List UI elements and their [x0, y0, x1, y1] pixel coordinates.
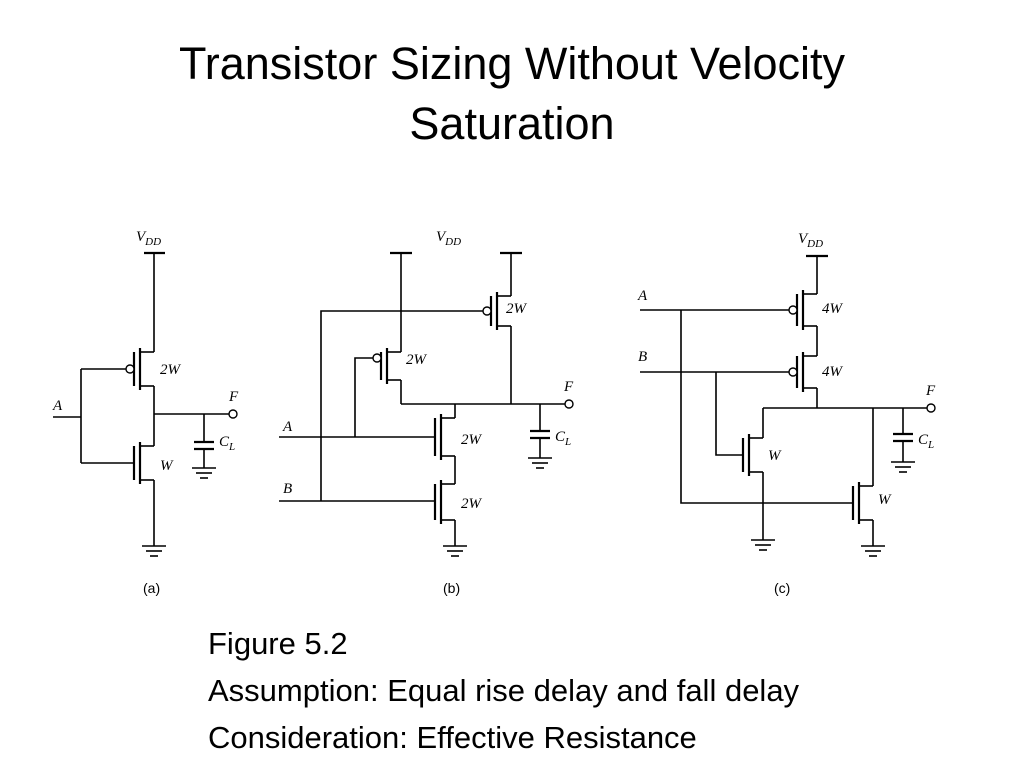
- input-label-c-A: A: [637, 288, 648, 304]
- input-wire-b-A: [279, 357, 435, 438]
- caption-c: (c): [774, 580, 790, 596]
- ground-c2: [861, 545, 885, 557]
- output-node-b: [564, 399, 574, 409]
- slide-caption: Figure 5.2 Assumption: Equal rise delay …: [208, 620, 799, 761]
- input-wire-c-B: [640, 371, 789, 456]
- output-wire-b: [401, 403, 565, 418]
- output-label-c: F: [925, 383, 936, 399]
- pmos-b-A-size: 2W: [406, 352, 428, 368]
- caption-figure-number: Figure 5.2: [208, 626, 348, 661]
- input-wire-c-A: [640, 309, 853, 504]
- circuit-b: VDD 2W 2W F: [279, 229, 574, 596]
- slide-title-line-1: Transistor Sizing Without Velocity: [178, 38, 846, 89]
- input-wire-b-B: [279, 310, 483, 502]
- circuit-figure: VDD 2W F CL: [0, 215, 1024, 610]
- load-cap-a: [192, 414, 216, 479]
- ground-a: [142, 545, 166, 557]
- load-cap-b: [528, 404, 552, 469]
- output-label-b: F: [563, 379, 574, 395]
- nmos-c-A: [851, 482, 873, 524]
- pmos-a-size: 2W: [160, 362, 182, 378]
- input-label-b-B: B: [283, 481, 292, 497]
- vdd-label-b: VDD: [436, 229, 461, 248]
- nmos-a: [132, 442, 154, 484]
- circuit-a: VDD 2W F CL: [52, 229, 239, 596]
- nmos-c-A-size: W: [878, 492, 892, 508]
- pmos-c-A: [788, 290, 817, 330]
- nmos-b-B: [433, 480, 455, 524]
- input-label-c-B: B: [638, 349, 647, 365]
- nmos-b-A-size: 2W: [461, 432, 483, 448]
- pmos-c-A-size: 4W: [822, 301, 844, 317]
- output-label-a: F: [228, 389, 239, 405]
- nmos-b-B-size: 2W: [461, 496, 483, 512]
- pmos-c-B: [788, 352, 817, 392]
- input-wire-a: [53, 368, 134, 464]
- input-label-a-A: A: [52, 398, 63, 414]
- load-cap-c: [891, 408, 915, 473]
- ground-c1: [751, 539, 775, 551]
- vdd-label-c: VDD: [798, 231, 823, 250]
- input-label-b-A: A: [282, 419, 293, 435]
- caption-assumption: Assumption: Equal rise delay and fall de…: [208, 673, 800, 708]
- output-wire-c: [762, 407, 927, 486]
- ground-b: [443, 545, 467, 557]
- caption-a: (a): [143, 580, 160, 596]
- output-node-c: [926, 403, 936, 413]
- pmos-a: [125, 348, 154, 390]
- circuit-c: VDD 4W 4W F: [637, 231, 936, 596]
- load-label-b: CL: [555, 429, 571, 448]
- nmos-c-B: [741, 434, 763, 476]
- output-node-a: [228, 409, 238, 419]
- load-label-a: CL: [219, 434, 235, 453]
- slide-title: Transistor Sizing Without Velocity Satur…: [0, 34, 1024, 154]
- slide-title-line-2: Saturation: [409, 98, 615, 149]
- pmos-b-A: [372, 348, 401, 384]
- nmos-b-A: [433, 414, 455, 460]
- vdd-label-a: VDD: [136, 229, 161, 248]
- load-label-c: CL: [918, 432, 934, 451]
- nmos-c-B-size: W: [768, 448, 782, 464]
- pmos-b-B-size: 2W: [506, 301, 528, 317]
- caption-b: (b): [443, 580, 460, 596]
- nmos-a-size: W: [160, 458, 174, 474]
- caption-consideration: Consideration: Effective Resistance: [208, 720, 697, 755]
- pmos-c-B-size: 4W: [822, 364, 844, 380]
